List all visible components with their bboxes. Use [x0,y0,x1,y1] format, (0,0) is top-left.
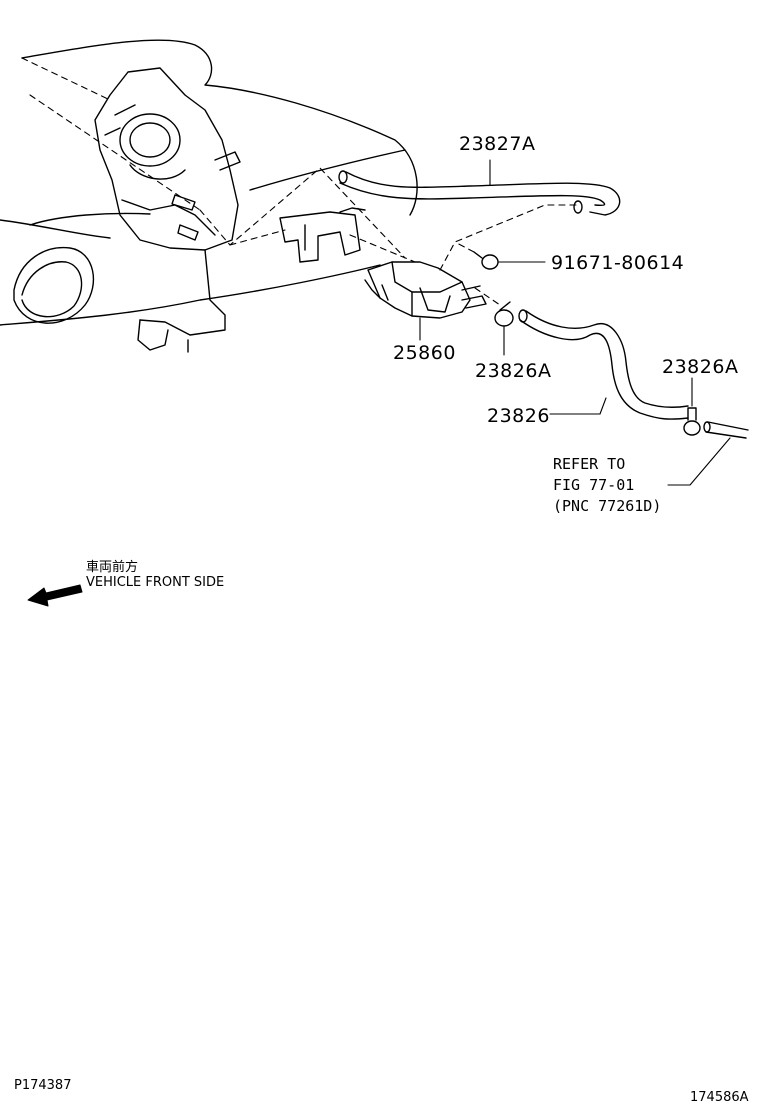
dashed-leaders [21,57,581,306]
part-label-23827a: 23827A [459,133,536,155]
part-label-23826a-left: 23826A [475,360,552,382]
reference-note: REFER TO FIG 77-01 (PNC 77261D) [553,454,661,517]
throttle-body-assembly [94,67,241,353]
part-label-91671-80614: 91671-80614 [551,252,685,274]
part-label-25860: 25860 [393,342,456,364]
reference-line-1: REFER TO [553,455,626,473]
part-label-23826: 23826 [487,405,550,427]
bolt-91671 [473,251,499,270]
illustration-code: 174586A [690,1090,749,1105]
hose-23827a [338,170,621,216]
hose-23826 [518,309,689,420]
pipe-stub [703,421,749,439]
reference-line-3: (PNC 77261D) [553,497,662,515]
orientation-label-jp: 車両前方 [86,560,139,575]
vsv-valve [364,261,487,319]
clamp-23826a-left [494,301,514,327]
mounting-bracket [279,207,366,263]
leader-lines [419,159,731,486]
clamp-23826a-right [683,407,701,436]
arrow-left-icon [27,584,83,607]
page-code: P174387 [14,1078,72,1093]
engine-body-outline [0,39,418,326]
orientation-label-en: VEHICLE FRONT SIDE [86,575,225,590]
part-label-23826a-right: 23826A [662,356,739,378]
reference-line-2: FIG 77-01 [553,476,635,494]
